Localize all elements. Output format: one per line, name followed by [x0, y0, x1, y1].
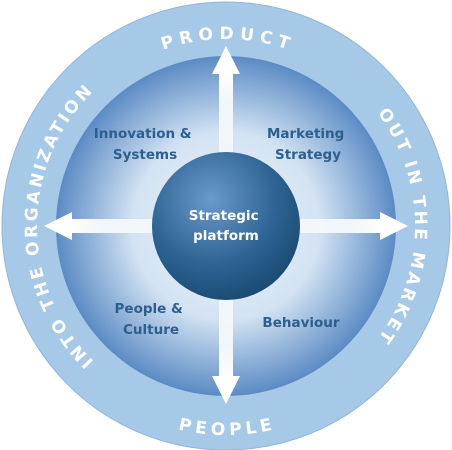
- arrow-down-icon: [212, 280, 240, 404]
- quadrant-top-left-line2: Systems: [113, 147, 177, 163]
- arrow-left-icon: [44, 212, 174, 240]
- quadrant-bottom-right-line1: Behaviour: [262, 315, 339, 331]
- quadrant-top-right-label: Marketing Strategy: [267, 126, 349, 163]
- arrow-up-icon: [212, 46, 240, 172]
- quadrant-top-left-label: Innovation & Systems: [94, 126, 197, 163]
- quadrant-bottom-left-line1: People &: [115, 301, 183, 317]
- center-label: Strategic platform: [189, 208, 264, 244]
- quadrant-top-right-line1: Marketing: [267, 126, 344, 142]
- quadrant-bottom-left-line2: Culture: [123, 322, 179, 338]
- quadrant-bottom-right-label: Behaviour: [262, 315, 339, 331]
- center-label-line1: Strategic: [189, 208, 259, 224]
- arrow-right-icon: [278, 212, 408, 240]
- quadrant-top-right-line2: Strategy: [275, 147, 341, 163]
- quadrant-bottom-left-label: People & Culture: [115, 301, 188, 338]
- center-label-line2: platform: [193, 228, 259, 244]
- center-core: [152, 152, 300, 300]
- quadrant-top-left-line1: Innovation &: [94, 126, 192, 142]
